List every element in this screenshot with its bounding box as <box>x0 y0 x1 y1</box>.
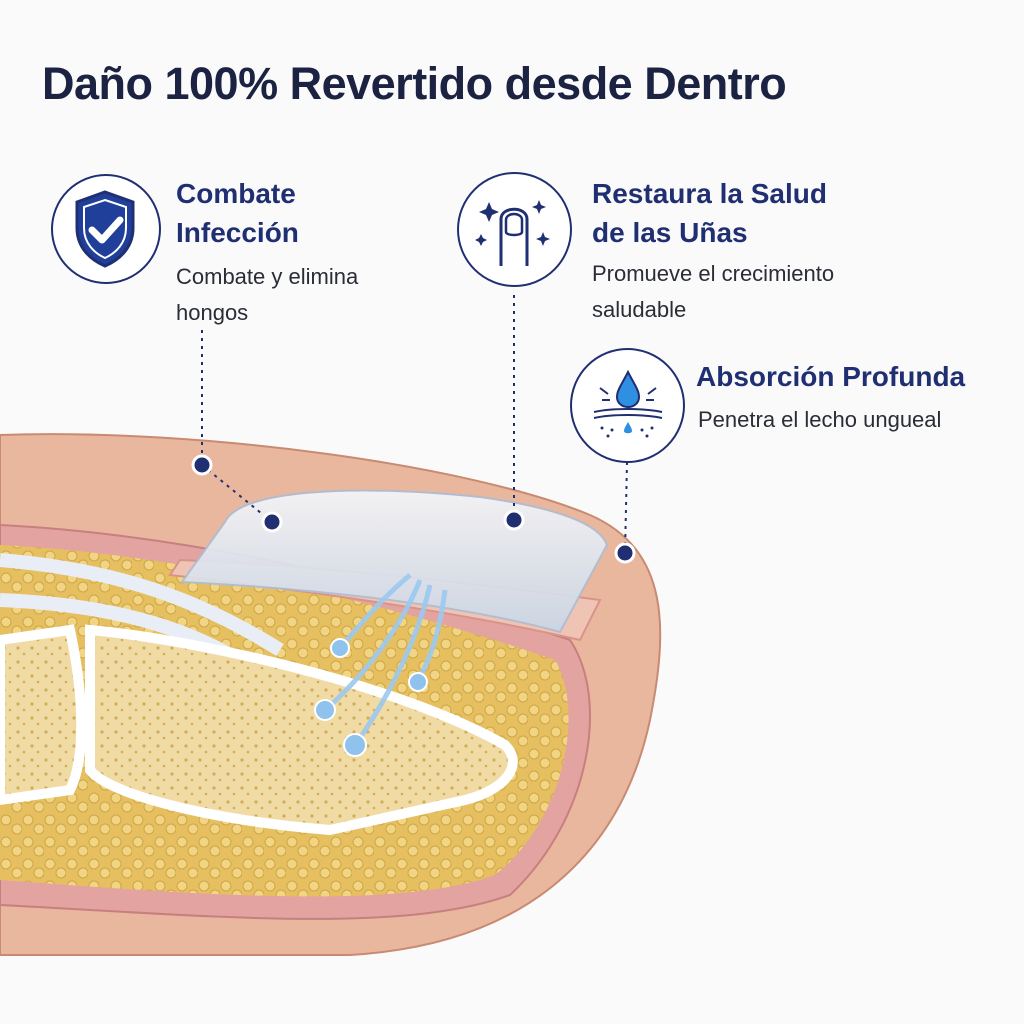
droplet-absorption-icon <box>570 348 685 463</box>
shield-check-icon <box>51 174 161 284</box>
title-line: Combate <box>176 178 296 209</box>
bone-left <box>0 624 87 806</box>
desc-line: Promueve el crecimiento <box>592 261 835 286</box>
feature-desc-restaura: Promueve el crecimiento saludable <box>592 256 834 328</box>
desc-line: Combate y elimina <box>176 264 359 289</box>
serum-drops <box>314 638 428 757</box>
feature-desc-absorcion: Penetra el lecho ungueal <box>698 407 942 432</box>
title-line: de las Uñas <box>592 217 748 248</box>
page-title: Daño 100% Revertido desde Dentro <box>42 58 787 109</box>
feature-desc-combate: Combate y elimina hongos <box>176 259 358 331</box>
fingernail-sparkle-icon <box>457 172 572 287</box>
feature-title-restaura: Restaura la Salud de las Uñas <box>592 174 827 252</box>
nail-plate <box>180 489 609 634</box>
title-line: Infección <box>176 217 299 248</box>
desc-line: hongos <box>176 300 249 325</box>
connector-lines <box>201 295 628 554</box>
connector-dots <box>191 454 636 564</box>
title-line: Restaura la Salud <box>592 178 827 209</box>
feature-title-combate: Combate Infección <box>176 174 299 252</box>
bone <box>85 624 518 836</box>
feature-title-absorcion: Absorción Profunda <box>696 361 966 392</box>
desc-line: saludable <box>592 297 687 322</box>
